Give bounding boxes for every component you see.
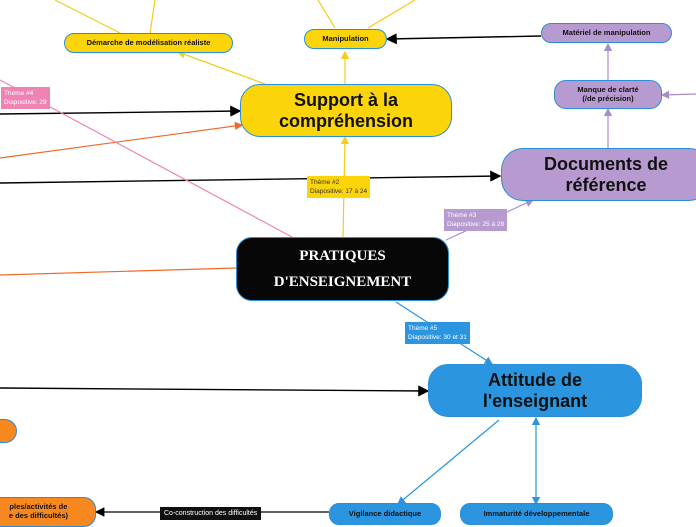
node-support-comprehension[interactable]: Support à la compréhension bbox=[240, 84, 452, 137]
node-pratiques-enseignement[interactable]: PRATIQUES D'ENSEIGNEMENT bbox=[236, 237, 449, 301]
node-vigilance-label: Vigilance didactique bbox=[348, 508, 422, 518]
tag-theme-5: Thème #5 Diapositive: 30 et 31 bbox=[405, 322, 470, 344]
node-documents-reference[interactable]: Documents de référence bbox=[501, 148, 696, 201]
edge-clarte-right bbox=[660, 90, 696, 99]
tag-theme5-line2: Diapositive: 30 et 31 bbox=[408, 334, 467, 341]
node-demarche-modelisation[interactable]: Démarche de modélisation réaliste bbox=[64, 33, 233, 53]
edge-materiel-manipulation bbox=[385, 33, 542, 45]
node-manque-clarte[interactable]: Manque de clarté (/de précision) bbox=[554, 80, 662, 109]
node-demarche-label: Démarche de modélisation réaliste bbox=[86, 37, 211, 47]
node-immaturite-label: Immaturité développementale bbox=[483, 508, 590, 518]
node-support-line1: Support à la bbox=[293, 89, 398, 110]
tag-theme3-line1: Thème #3 bbox=[447, 212, 477, 219]
node-materiel-manipulation[interactable]: Matériel de manipulation bbox=[541, 23, 672, 43]
tag-theme2-line1: Thème #2 bbox=[310, 179, 340, 186]
edge-support-demarche bbox=[176, 50, 266, 85]
edge-manip-up-right bbox=[367, 0, 416, 29]
node-support-line2: compréhension bbox=[278, 110, 414, 131]
node-documents-line2: référence bbox=[565, 174, 647, 195]
tag-theme4-line1: Thème #4 bbox=[4, 90, 34, 97]
edge-left-documents bbox=[0, 170, 502, 184]
node-attitude-enseignant[interactable]: Attitude de l'enseignant bbox=[428, 364, 642, 417]
node-clarte-line2: (/de précision) bbox=[582, 93, 634, 103]
node-documents-line1: Documents de bbox=[543, 153, 669, 174]
node-clarte-line1: Manque de clarté bbox=[577, 84, 639, 94]
node-attitude-line1: Attitude de bbox=[488, 369, 582, 390]
node-manipulation-label: Manipulation bbox=[322, 33, 369, 43]
tag-coconstruction-label: Co-construction des difficultés bbox=[164, 510, 258, 517]
edge-left-attitude bbox=[0, 385, 430, 397]
node-immaturite-developpementale[interactable]: Immaturité développementale bbox=[460, 503, 613, 525]
tag-theme-2: Thème #2 Diapositive: 17 à 24 bbox=[307, 176, 371, 198]
edge-attitude-vigilance bbox=[397, 419, 500, 505]
tag-co-construction: Co-construction des difficultés bbox=[160, 507, 262, 520]
tag-theme5-line1: Thème #5 bbox=[408, 325, 438, 332]
tag-theme4-line2: Diapositive: 29 bbox=[4, 99, 47, 106]
node-exemples-line1: ples/activités de bbox=[9, 502, 68, 512]
node-exemples-activites[interactable]: ples/activités de e des difficultés) bbox=[0, 497, 96, 527]
node-manipulation[interactable]: Manipulation bbox=[304, 29, 387, 49]
node-materiel-label: Matériel de manipulation bbox=[562, 27, 651, 37]
node-exemples-line2: e des difficultés) bbox=[8, 511, 68, 520]
node-vigilance-didactique[interactable]: Vigilance didactique bbox=[329, 503, 441, 525]
edge-demarche-up-right bbox=[149, 0, 156, 34]
node-attitude-line2: l'enseignant bbox=[482, 390, 588, 411]
center-line1: PRATIQUES bbox=[299, 248, 386, 264]
tag-theme-4: Thème #4 Diapositive: 29 bbox=[1, 87, 50, 109]
tag-theme2-line2: Diapositive: 17 à 24 bbox=[310, 188, 368, 195]
edge-center-left-orange bbox=[0, 267, 237, 276]
tag-theme-3: Thème #3 Diapositive: 25 à 28 bbox=[444, 209, 508, 231]
edge-demarche-up-left bbox=[54, 0, 121, 34]
edge-left-support-orange bbox=[0, 121, 244, 159]
center-line2: D'ENSEIGNEMENT bbox=[273, 274, 412, 290]
tag-theme3-line2: Diapositive: 25 à 28 bbox=[447, 221, 505, 228]
edge-manip-up-left bbox=[317, 0, 336, 29]
edge-left-support bbox=[0, 105, 242, 117]
